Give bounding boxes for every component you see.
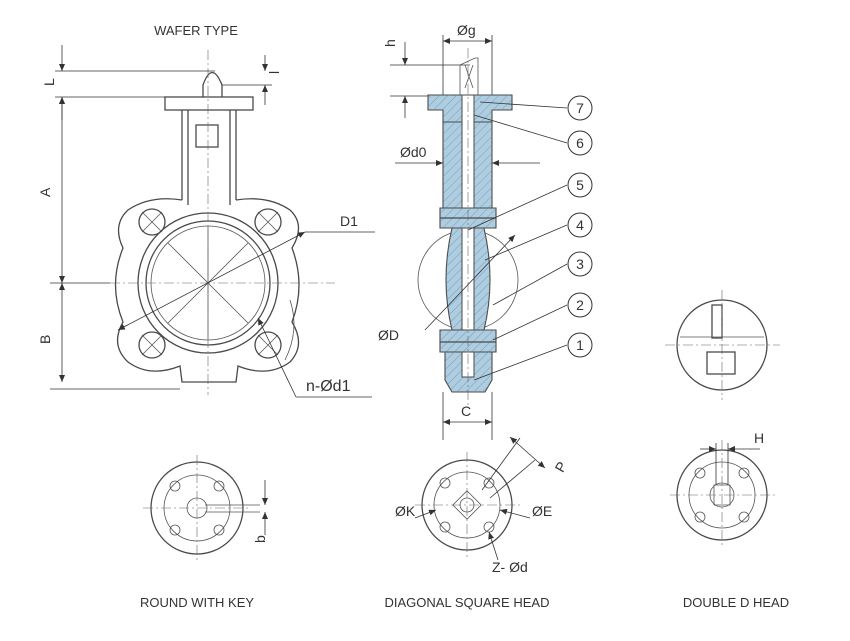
callout-4	[567, 212, 593, 238]
bolt-holes	[138, 208, 282, 359]
svg-text:1: 1	[576, 337, 584, 353]
part-callouts: 7 6 5 4 3 2 1	[467, 95, 593, 381]
svg-text:2: 2	[576, 297, 584, 313]
dim-H: H	[754, 430, 764, 446]
callout-2	[567, 292, 593, 318]
dim-D1: D1	[340, 213, 358, 229]
neck	[181, 110, 237, 200]
dim-K: ØK	[395, 503, 416, 519]
dim-A: A	[37, 187, 53, 197]
svg-text:4: 4	[576, 217, 584, 233]
callout-6	[567, 130, 593, 156]
round-with-key-view: b ROUND WITH KEY	[140, 455, 268, 610]
callout-3	[567, 251, 593, 277]
stem-top	[459, 57, 479, 95]
dim-g: Øg	[457, 22, 476, 38]
diagonal-square-view: P ØK ØE Z- Ød DIAGONAL SQUARE HEAD	[385, 436, 570, 610]
stem-square	[195, 124, 219, 148]
double-d-side-detail	[665, 290, 780, 400]
dim-B: B	[37, 335, 53, 344]
svg-text:6: 6	[576, 135, 584, 151]
svg-text:7: 7	[576, 100, 584, 116]
dim-D: ØD	[378, 327, 399, 343]
dim-E: ØE	[532, 503, 552, 519]
dim-l: l	[266, 71, 282, 74]
neck-inner	[187, 110, 231, 205]
double-d-head-view: H DOUBLE D HEAD	[670, 430, 789, 610]
caption-round-with-key: ROUND WITH KEY	[140, 595, 254, 610]
callout-5	[567, 172, 593, 198]
dim-n-d1: n-Ød1	[306, 378, 351, 395]
dim-Z-d: Z- Ød	[492, 559, 528, 575]
section-view: Øg h Ød0	[378, 22, 593, 440]
svg-text:5: 5	[576, 177, 584, 193]
svg-text:3: 3	[576, 256, 584, 272]
dim-C: C	[461, 403, 471, 419]
title-wafer-type: WAFER TYPE	[154, 23, 238, 38]
dim-d0: Ød0	[400, 144, 427, 160]
wafer-front-view: WAFER TYPE L	[37, 23, 375, 398]
dim-P: P	[551, 459, 570, 475]
dim-b: b	[252, 535, 268, 543]
caption-diagonal-square: DIAGONAL SQUARE HEAD	[385, 595, 550, 610]
callout-7	[567, 95, 593, 121]
stem-key	[202, 71, 223, 97]
caption-double-d: DOUBLE D HEAD	[683, 595, 789, 610]
dim-h: h	[382, 39, 398, 47]
dim-L: L	[41, 78, 57, 86]
top-flange	[164, 96, 254, 111]
callout-1	[567, 332, 593, 358]
